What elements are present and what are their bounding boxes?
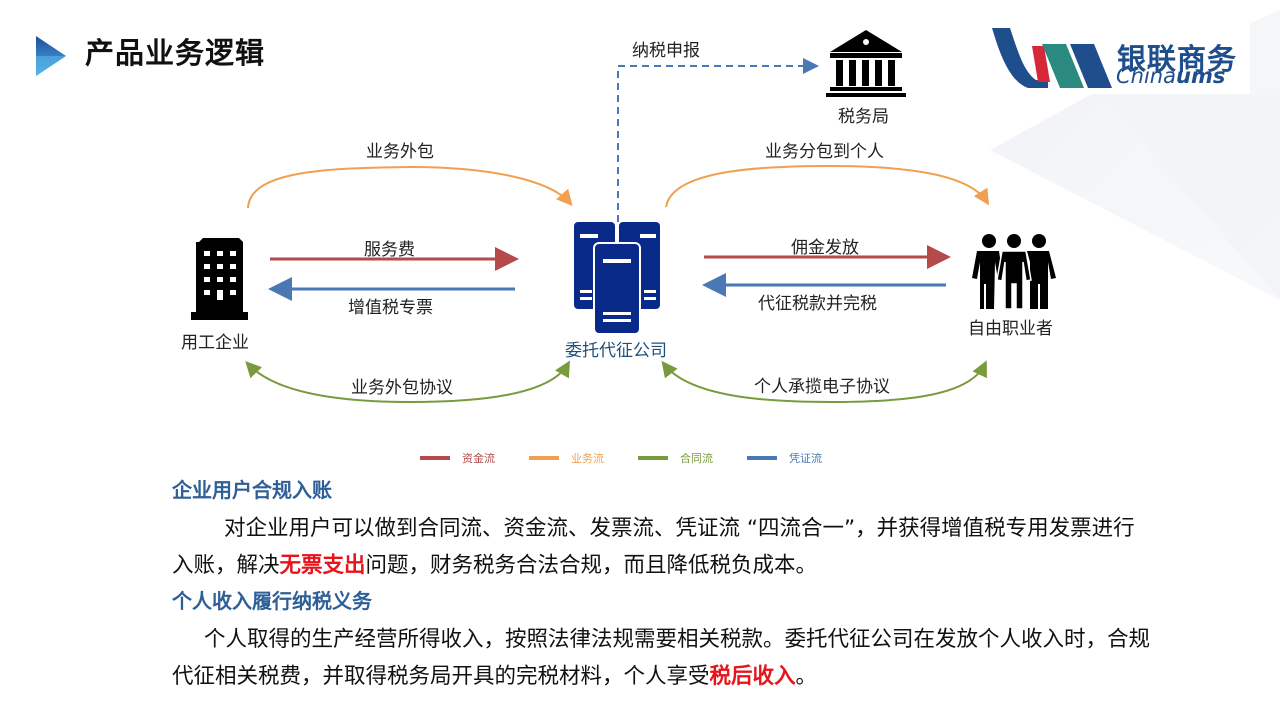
legend-item-fund-flow: 资金流 [420,450,495,466]
service-fee-label: 服务费 [364,240,415,260]
server-icon [572,220,662,335]
highlight-after-tax-income: 税后收入 [709,664,796,689]
legend-label: 资金流 [462,452,495,465]
e-agreement-label: 个人承揽电子协议 [754,377,890,397]
legend-swatch [638,456,668,460]
section-heading-individual: 个人收入履行纳税义务 [172,589,372,613]
legend-label: 业务流 [571,452,604,465]
e-agreement-arrow [661,360,987,404]
legend-swatch [529,456,559,460]
legend-label: 合同流 [680,452,713,465]
section-heading-enterprise: 企业用户合规入账 [172,478,332,502]
employer-label: 用工企业 [181,333,249,353]
legend-swatch [747,456,777,460]
freelancer-label: 自由职业者 [968,319,1053,339]
vat-invoice-label: 增值税专票 [348,298,433,318]
legend-label: 凭证流 [789,452,822,465]
subcontract-label: 业务分包到个人 [765,142,884,162]
tax-bureau-label: 税务局 [838,107,889,127]
unionpay-logo-icon [988,22,1250,94]
title-arrow-icon [36,36,66,76]
legend-item-business-flow: 业务流 [529,450,604,466]
tax-declaration-label: 纳税申报 [632,41,700,61]
logo-chinese-text: 银联商务 [1117,42,1238,76]
legend-swatch [420,456,450,460]
highlight-no-invoice: 无票支出 [279,553,366,578]
flow-legend: 资金流 业务流 合同流 凭证流 [420,450,856,466]
people-group-icon [972,234,1056,310]
business-flow-diagram [191,30,1056,404]
section-paragraph-enterprise: 对企业用户可以做到合同流、资金流、发票流、凭证流 “四流合一”，并获得增值税专用… [172,516,1135,578]
legend-item-voucher-flow: 凭证流 [747,450,822,466]
agent-company-label: 委托代征公司 [565,341,667,361]
logo-english-text: Chinaums [1116,64,1226,88]
legend-item-contract-flow: 合同流 [638,450,713,466]
section-paragraph-individual: 个人取得的生产经营所得收入，按照法律法规需要相关税款。委托代征公司在发放个人收入… [172,627,1151,689]
tax-declaration-arrow [617,58,819,222]
tax-withholding-label: 代征税款并完税 [758,294,877,314]
outsourcing-label: 业务外包 [366,142,434,162]
page-title: 产品业务逻辑 [85,36,266,70]
subcontract-arrow [665,164,990,208]
outsourcing-agreement-label: 业务外包协议 [351,378,453,398]
office-building-icon [191,238,248,320]
outsourcing-arrow [247,165,573,209]
bank-building-icon [826,30,906,97]
commission-label: 佣金发放 [791,238,859,258]
outsourcing-agreement-arrow [245,360,571,404]
